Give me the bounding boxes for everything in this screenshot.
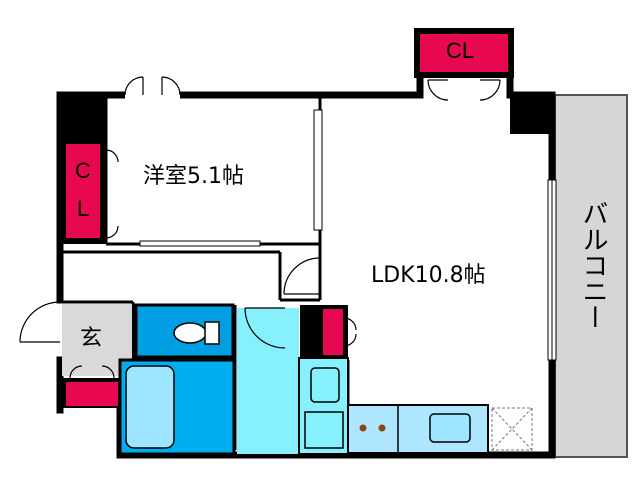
toilet-bowl-icon xyxy=(173,322,207,344)
sliding-door-bottom xyxy=(139,240,261,247)
sink-icon xyxy=(429,413,471,443)
stove-burner-icon xyxy=(378,424,386,432)
closet-top-fill xyxy=(420,34,508,72)
wall-block-top-right xyxy=(510,92,554,134)
sliding-door-western xyxy=(313,109,323,231)
stove-burner-icon xyxy=(359,424,367,432)
window-top xyxy=(125,91,180,99)
closet-left-label-c: C xyxy=(75,158,91,183)
ldk-label: LDK10.8帖 xyxy=(371,263,486,288)
balcony-label: バルコニー xyxy=(578,200,608,330)
bathtub-icon xyxy=(125,365,175,449)
closet-left-label-l: L xyxy=(77,196,90,221)
entrance-label: 玄 xyxy=(80,326,103,351)
closet-left-fill xyxy=(66,144,100,238)
wall-block-top-left xyxy=(58,92,106,138)
balcony-area xyxy=(554,94,628,458)
washbasin-icon xyxy=(310,367,340,403)
closet-entrance-fill xyxy=(66,382,118,406)
toilet-tank-icon xyxy=(204,321,220,345)
fridge-space xyxy=(491,407,533,451)
closet-top-label: CL xyxy=(446,38,475,63)
washing-machine-icon xyxy=(304,411,344,449)
door-swings xyxy=(19,76,501,379)
closet-ldk xyxy=(321,307,345,357)
western-room-label: 洋室5.1帖 xyxy=(143,164,244,189)
washroom xyxy=(237,308,299,454)
